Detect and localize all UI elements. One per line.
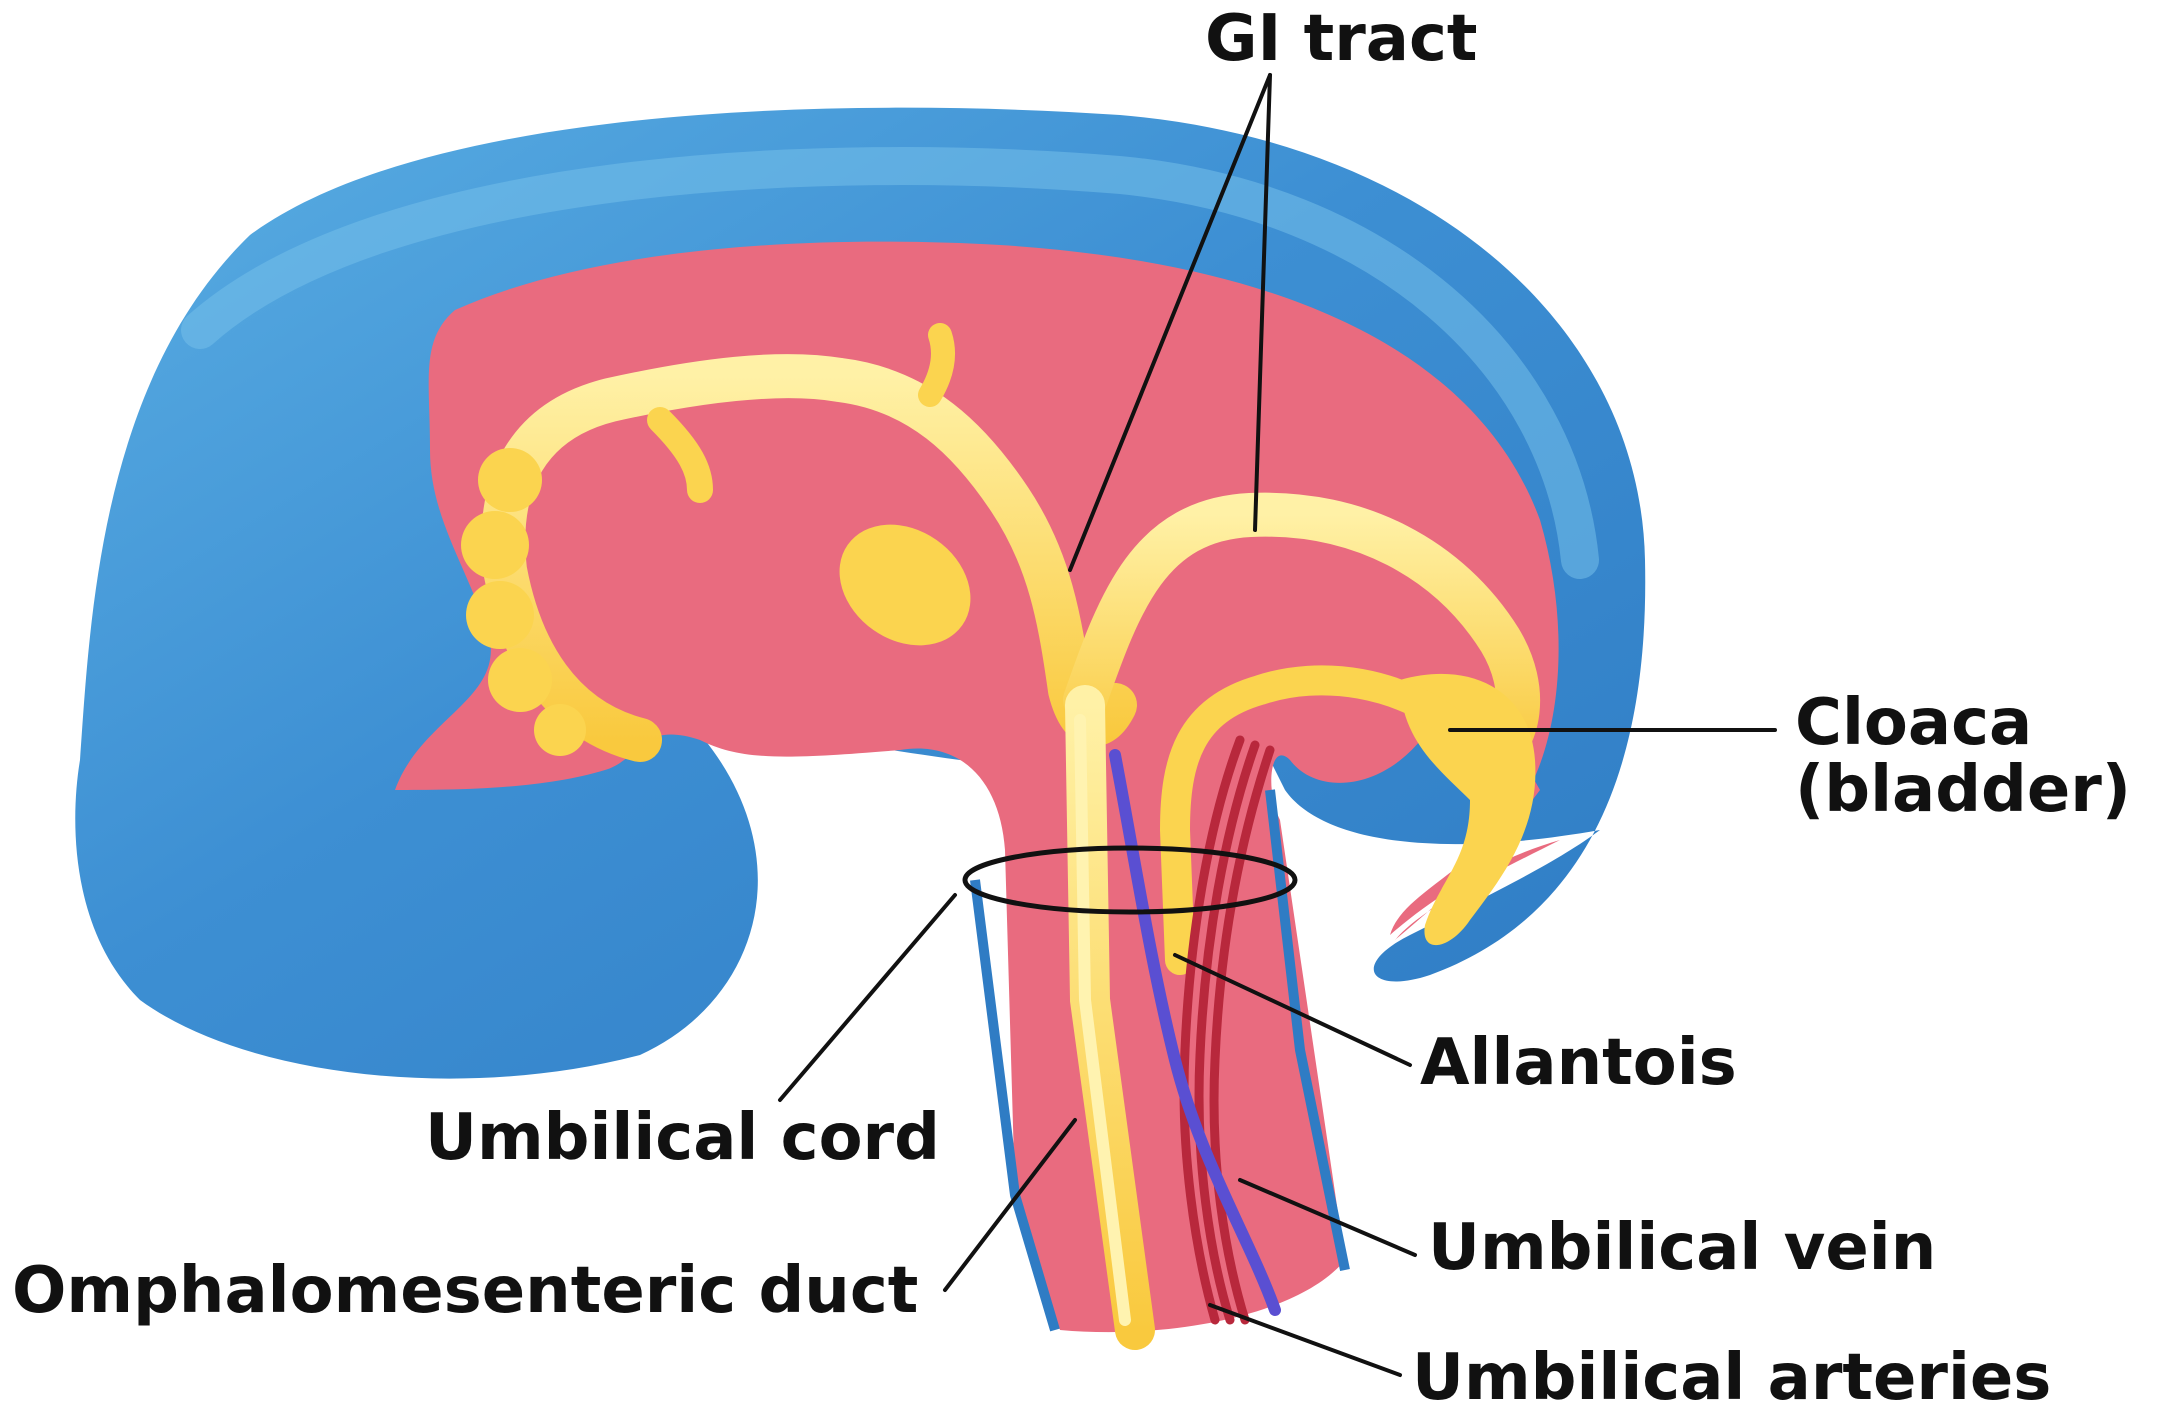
gut-bud-2 — [930, 335, 943, 395]
label-allantois: Allantois — [1420, 1030, 1737, 1097]
label-umbilical-cord: Umbilical cord — [425, 1105, 940, 1172]
label-gi-tract: GI tract — [1205, 6, 1478, 73]
label-cloaca-line2: (bladder) — [1795, 757, 2131, 824]
label-umbilical-arteries: Umbilical arteries — [1412, 1345, 2051, 1412]
label-umbilical-vein: Umbilical vein — [1428, 1215, 1936, 1282]
label-omphalomesenteric-duct: Omphalomesenteric duct — [12, 1258, 918, 1325]
label-cloaca-line1: Cloaca — [1795, 690, 2131, 757]
label-cloaca: Cloaca (bladder) — [1795, 690, 2131, 824]
